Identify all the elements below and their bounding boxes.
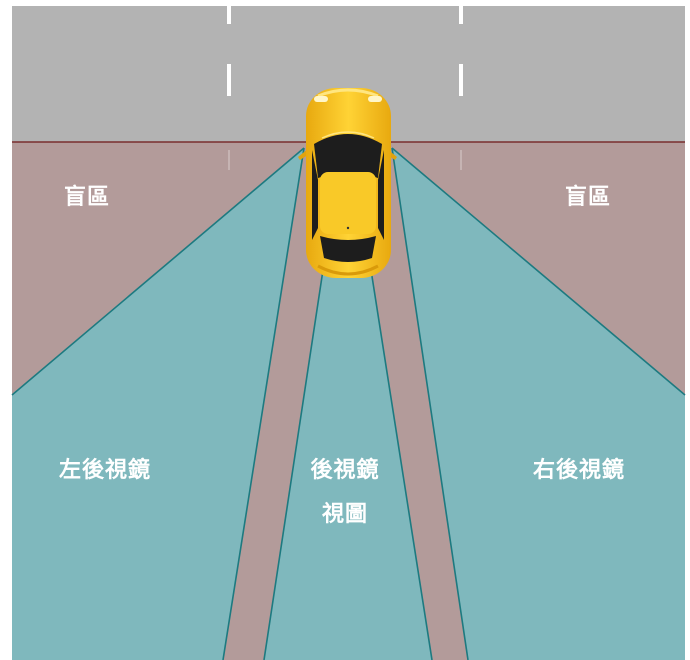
rear-mirror-label-line1: 後視鏡 xyxy=(310,457,379,483)
right-mirror-label: 右後視鏡 xyxy=(533,457,625,483)
car-icon xyxy=(298,88,397,278)
blind-zone-right-label: 盲區 xyxy=(565,184,611,210)
left-mirror-label: 左後視鏡 xyxy=(59,457,151,483)
rear-mirror-view xyxy=(264,270,432,660)
left-mirror-view xyxy=(12,148,304,660)
rear-mirror-label-line2: 視圖 xyxy=(322,502,368,527)
view-edge-lines xyxy=(11,147,686,660)
right-mirror-view xyxy=(392,148,685,660)
blind-zone-left-label: 盲區 xyxy=(64,184,110,210)
